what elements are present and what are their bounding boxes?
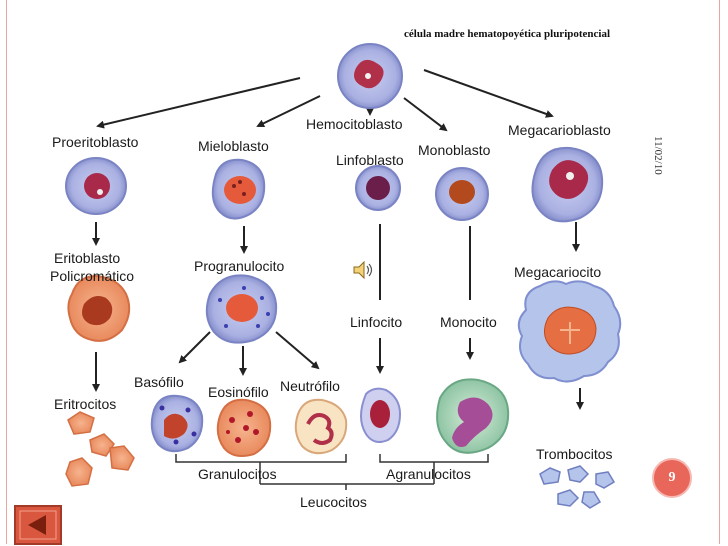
label-linfocito: Linfocito <box>350 314 403 330</box>
monocito-cell <box>436 378 510 454</box>
slide-title: célula madre hematopoyética pluripotenci… <box>404 28 611 40</box>
page-number-badge: 9 <box>652 458 692 498</box>
label-basofilo: Basófilo <box>134 374 184 390</box>
group-brackets <box>175 454 489 490</box>
label-progranulocito: Progranulocito <box>194 258 285 274</box>
label-mieloblasto: Mieloblasto <box>198 138 269 154</box>
eritoblasto-cell <box>67 274 131 342</box>
eosinofilo-cell <box>216 398 272 457</box>
eritrocitos-cells <box>65 411 135 487</box>
label-eritrocitos: Eritrocitos <box>54 396 117 412</box>
progranulocito-cell <box>205 274 278 344</box>
speaker-icon[interactable] <box>352 260 374 285</box>
label-eritoblasto-line2: Policromático <box>50 268 135 284</box>
label-trombocitos: Trombocitos <box>536 446 613 462</box>
stem-arrows <box>96 69 554 132</box>
label-megacarioblasto: Megacarioblasto <box>508 122 611 138</box>
label-monocito: Monocito <box>440 314 497 330</box>
label-neutrofilo: Neutrófilo <box>280 378 340 394</box>
label-leucocitos: Leucocitos <box>300 494 367 510</box>
label-monoblasto: Monoblasto <box>418 142 491 158</box>
linfoblasto-cell <box>355 165 401 211</box>
stem-cell <box>337 43 403 109</box>
megacariocito-cell <box>517 280 622 383</box>
slide-border <box>6 0 720 544</box>
back-button[interactable] <box>14 505 62 545</box>
label-proeritoblasto: Proeritoblasto <box>52 134 139 150</box>
page-number: 9 <box>668 470 676 485</box>
trombocitos-cells <box>539 465 616 509</box>
label-megacariocito: Megacariocito <box>514 264 602 280</box>
neutrofilo-cell <box>294 398 348 455</box>
back-arrow-icon <box>19 510 57 540</box>
label-eosinofilo: Eosinófilo <box>208 384 269 400</box>
proeritoblasto-cell <box>65 157 127 215</box>
label-granulocitos: Granulocitos <box>198 466 277 482</box>
label-hemocitoblasto: Hemocitoblasto <box>306 116 403 132</box>
mieloblasto-cell <box>211 158 266 220</box>
label-eritoblasto-line1: Eritoblasto <box>54 250 121 266</box>
linfocito-cell <box>360 387 402 443</box>
label-linfoblasto: Linfoblasto <box>336 152 404 168</box>
basofilo-cell <box>150 394 204 453</box>
monoblasto-cell <box>435 167 489 221</box>
label-agranulocitos: Agranulocitos <box>386 466 471 482</box>
megacarioblasto-cell <box>531 146 604 223</box>
